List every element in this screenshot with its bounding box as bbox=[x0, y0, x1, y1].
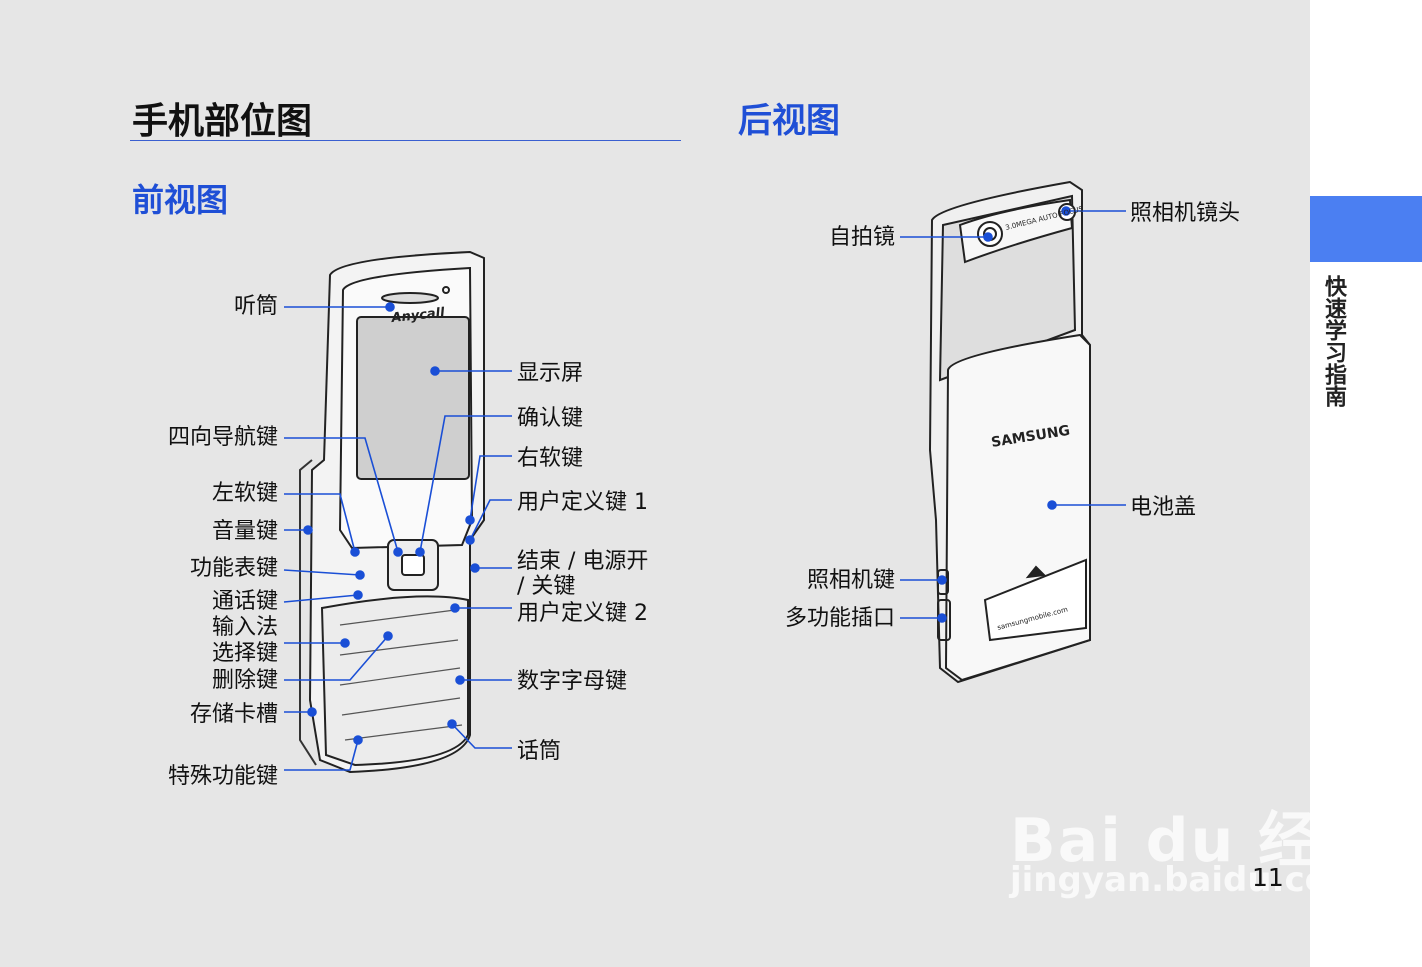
label-multi-jack: 多功能插口 bbox=[784, 606, 895, 631]
label-end-power-key-2: / 关键 bbox=[517, 574, 576, 599]
watermark-brand: Bai du 经验 bbox=[1010, 806, 1383, 876]
callout-lines bbox=[283, 206, 1126, 771]
label-nav-key: 四向导航键 bbox=[167, 425, 278, 450]
label-user-key-2: 用户定义键 2 bbox=[517, 601, 648, 626]
label-confirm-key: 确认键 bbox=[517, 406, 584, 431]
label-volume-key: 音量键 bbox=[211, 519, 278, 544]
label-camera-key: 照相机键 bbox=[806, 568, 895, 593]
label-earpiece: 听筒 bbox=[233, 294, 278, 319]
label-input-method: 输入法 bbox=[211, 615, 278, 640]
label-display: 显示屏 bbox=[517, 361, 584, 386]
label-microphone: 话筒 bbox=[517, 739, 562, 764]
label-select-key: 选择键 bbox=[211, 641, 278, 666]
page-title: 手机部位图 bbox=[132, 101, 313, 142]
label-battery-cover: 电池盖 bbox=[1130, 495, 1197, 520]
label-delete-key: 删除键 bbox=[211, 668, 278, 693]
label-user-key-1: 用户定义键 1 bbox=[517, 490, 648, 515]
front-logo: Anycall bbox=[390, 305, 446, 326]
section-tab-label: 快速学习指南 bbox=[1321, 275, 1346, 407]
page-number: 11 bbox=[1252, 863, 1284, 892]
label-alphanumeric-keys: 数字字母键 bbox=[517, 669, 628, 694]
front-view-heading: 前视图 bbox=[132, 181, 229, 219]
section-tab bbox=[1310, 196, 1422, 262]
label-left-softkey: 左软键 bbox=[211, 481, 278, 506]
label-memory-slot: 存储卡槽 bbox=[189, 702, 278, 727]
label-menu-key: 功能表键 bbox=[189, 556, 278, 581]
label-right-softkey: 右软键 bbox=[517, 446, 584, 471]
title-divider bbox=[130, 140, 681, 141]
label-dial-key: 通话键 bbox=[211, 589, 278, 614]
label-end-power-key: 结束 / 电源开 bbox=[517, 549, 649, 574]
label-special-key: 特殊功能键 bbox=[167, 764, 278, 789]
label-camera-lens: 照相机镜头 bbox=[1130, 201, 1241, 226]
side-margin bbox=[1310, 0, 1422, 967]
rear-view-heading: 后视图 bbox=[738, 101, 840, 141]
label-self-mirror: 自拍镜 bbox=[828, 225, 895, 250]
rear-phone-drawing bbox=[928, 180, 1091, 684]
manual-page bbox=[0, 0, 1310, 967]
watermark-url: jingyan.baidu.com bbox=[1010, 860, 1364, 900]
front-phone-drawing bbox=[299, 250, 485, 774]
